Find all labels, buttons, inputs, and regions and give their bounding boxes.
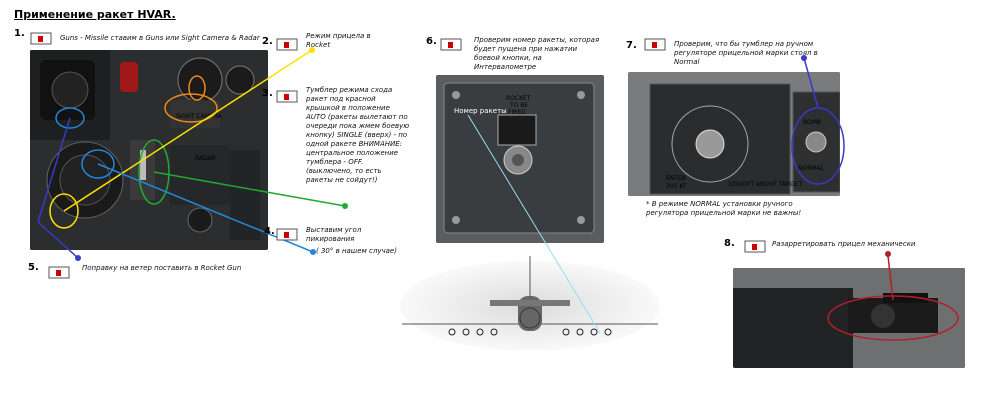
kt-label: 305 KT — [666, 183, 687, 190]
step-8-icon — [744, 240, 766, 253]
enter-label: ENTER — [666, 175, 686, 182]
step-4-number: 4. — [264, 226, 275, 237]
cockpit-panel-illustration: SIGHT CAMERA RADAR — [30, 50, 268, 250]
radar-label: RADAR — [195, 155, 216, 162]
step-6-icon — [440, 38, 462, 51]
rocket-label-2: TO BE — [509, 102, 528, 109]
step-2-text: Режим прицела в Rocket — [306, 32, 371, 49]
step-5-icon — [48, 266, 70, 279]
step-8-number: 8. — [724, 238, 735, 249]
step-7-text: Проверим, что бы тумблер на ручном регул… — [674, 40, 818, 66]
rocket-label-1: ROCKET — [506, 95, 531, 102]
sight-view — [396, 256, 664, 350]
ft-label: 10000FT ABOVE TARGET — [728, 181, 802, 188]
step-1-text: Guns - Missile ставим в Guns или Sight C… — [60, 34, 260, 42]
step-4-text: Выставим угол пикирования — [306, 226, 362, 243]
step-7-icon — [644, 38, 666, 51]
page-title: Применение ракет HVAR. — [14, 8, 176, 21]
step-1-number: 1. — [14, 28, 25, 39]
step-4-icon — [276, 228, 298, 241]
footnote: * В режиме NORMAL установки ручного регу… — [646, 200, 802, 217]
bomb-label: BOMB — [803, 119, 821, 126]
step-5-number: 5. — [28, 262, 39, 273]
sight-camera-label: SIGHT CAMERA — [176, 113, 222, 120]
sight-view-illustration — [400, 256, 660, 350]
step-7-number: 7. — [626, 40, 637, 51]
rocket-label-3: FIRED — [508, 109, 526, 116]
manual-regulator-illustration: BOMB NORMAL ENTER 305 KT 10000FT ABOVE T… — [628, 72, 840, 196]
step-3-icon — [276, 90, 298, 103]
step-3-number: 3. — [262, 88, 273, 99]
rocket-number-label: Номер ракеты — [454, 107, 507, 115]
step-4-subtext: ( 30° в нашем случае) — [316, 247, 397, 255]
cockpit-panel-photo: SIGHT CAMERA RADAR — [30, 50, 268, 250]
gunsight-photo — [733, 268, 965, 368]
step-2-icon — [276, 38, 298, 51]
step-3-text: Тумблер режима схода ракет под красной к… — [306, 86, 410, 184]
step-6-number: 6. — [426, 36, 437, 47]
step-8-text: Разарретировать прицел механически — [772, 240, 916, 248]
step-5-text: Поправку на ветер поставить в Rocket Gun — [82, 264, 242, 272]
step-6-text: Проверим номер ракеты, которая будет пущ… — [474, 36, 600, 71]
intervalometer-illustration: ROCKET TO BE FIRED Номер ракеты — [436, 75, 604, 243]
step-2-number: 2. — [262, 36, 273, 47]
manual-regulator-photo: BOMB NORMAL ENTER 305 KT 10000FT ABOVE T… — [628, 72, 840, 196]
intervalometer-photo: ROCKET TO BE FIRED Номер ракеты — [436, 75, 604, 243]
step-1-icon — [30, 32, 52, 45]
normal-label: NORMAL — [798, 165, 825, 172]
gunsight-illustration — [733, 268, 965, 368]
